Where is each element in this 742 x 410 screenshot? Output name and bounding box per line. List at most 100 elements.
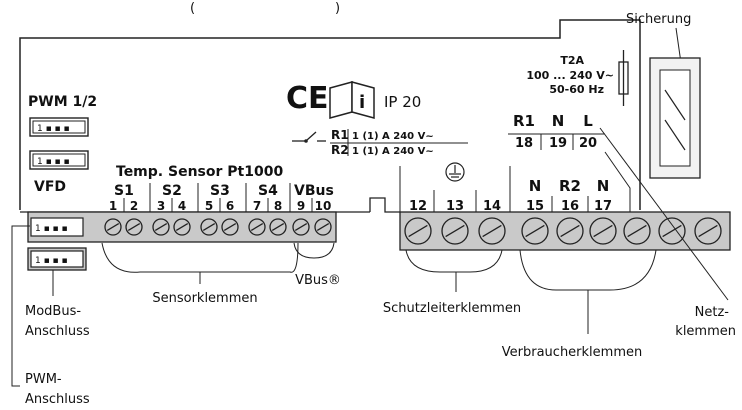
relay-r1-spec: 1 (1) A 240 V~ — [352, 131, 434, 142]
mains-header-r1: R1 — [513, 112, 535, 130]
callout-modbus-line2: Anschluss — [25, 324, 90, 339]
pwm-connector-2: 1 ▪ ▪ ▪ — [29, 150, 89, 170]
mains-header-l: L — [583, 112, 593, 130]
sensor-screw-3 — [152, 218, 170, 236]
sensor-terminal-5: 5 — [205, 199, 213, 213]
sensor-group-headers: S1 S2 S3 S4 VBus — [114, 183, 334, 212]
top-fragment-right: ) — [335, 1, 340, 16]
vbus-brace — [293, 242, 335, 259]
sensor-terminal-9: 9 — [297, 199, 305, 213]
mains-leader — [599, 127, 729, 301]
sensor-terminal-8: 8 — [274, 199, 282, 213]
callout-mains-line1: Netz- — [695, 305, 730, 320]
voltage-range: 100 ... 240 V~ — [526, 69, 614, 82]
temp-sensor-label: Temp. Sensor Pt1000 — [116, 164, 283, 180]
mains-header-edge — [604, 151, 631, 212]
load-terminal-17: 17 — [594, 199, 612, 214]
sensor-group-s3: S3 — [210, 183, 230, 199]
pwm-leader — [11, 225, 30, 387]
earth-terminal-12: 12 — [409, 199, 427, 214]
relay-switch-icon — [292, 131, 326, 143]
ip-rating: IP 20 — [384, 93, 421, 111]
earth-terminal-14: 14 — [483, 199, 501, 214]
modbus-connector: 1 ▪ ▪ ▪ — [30, 250, 84, 268]
power-screws — [404, 217, 722, 245]
sensor-screws — [104, 218, 332, 236]
callout-modbus-line1: ModBus- — [25, 304, 81, 319]
sensor-screw-7 — [248, 218, 266, 236]
callout-pwm-line2: Anschluss — [25, 392, 90, 407]
sensor-brace — [101, 242, 299, 273]
mains-terminal-20: 20 — [579, 136, 597, 151]
earth-ground-icon — [445, 162, 465, 182]
load-header-n1: N — [529, 177, 542, 195]
power-screw-6 — [589, 217, 617, 245]
sensor-terminal-1: 1 — [109, 199, 117, 213]
sensor-screw-1 — [104, 218, 122, 236]
pwm-connector-1: 1 ▪ ▪ ▪ — [29, 117, 89, 137]
mains-header-n: N — [552, 112, 565, 130]
manual-icon-letter: i — [359, 92, 365, 113]
sensor-screw-8 — [269, 218, 287, 236]
fuse-component — [649, 57, 701, 179]
vfd-connector: 1 ▪ ▪ ▪ — [30, 217, 84, 237]
vfd-label: VFD — [34, 179, 66, 195]
sensor-screw-4 — [173, 218, 191, 236]
sensor-screw-2 — [125, 218, 143, 236]
sensor-group-s2: S2 — [162, 183, 182, 199]
fuse-label: Sicherung — [626, 12, 691, 27]
top-fragment: ( — [190, 1, 195, 16]
pwm-connector-1-label: 1 ▪ ▪ ▪ — [37, 124, 70, 134]
callout-load: Verbraucherklemmen — [502, 345, 642, 360]
fuse-rating: T2A — [560, 54, 584, 67]
manual-icon: i — [329, 81, 375, 119]
sensor-screw-9 — [292, 218, 310, 236]
load-header-n2: N — [597, 177, 610, 195]
callout-sensor: Sensorklemmen — [152, 291, 257, 306]
sensor-terminal-numbers: 1 2 3 4 5 6 7 8 9 10 — [109, 198, 332, 213]
modbus-connector-label: 1 ▪ ▪ ▪ — [35, 256, 68, 266]
frequency: 50-60 Hz — [549, 83, 604, 96]
earth-brace — [405, 249, 503, 273]
relay-r2-spec: 1 (1) A 240 V~ — [352, 146, 434, 157]
mains-terminal-19: 19 — [549, 136, 567, 151]
sensor-screw-5 — [200, 218, 218, 236]
sensor-terminal-10: 10 — [315, 199, 332, 213]
sensor-group-s1: S1 — [114, 183, 134, 199]
relay-r1: R1 — [331, 128, 349, 142]
load-terminal-16: 16 — [561, 199, 579, 214]
mains-terminal-18: 18 — [515, 136, 533, 151]
callout-earth: Schutzleiterklemmen — [383, 301, 521, 316]
vfd-connector-label: 1 ▪ ▪ ▪ — [35, 224, 68, 234]
sensor-terminal-3: 3 — [157, 199, 165, 213]
power-screw-7 — [623, 217, 651, 245]
sensor-group-s4: S4 — [258, 183, 278, 199]
power-screw-4 — [521, 217, 549, 245]
load-brace — [519, 249, 657, 291]
sensor-terminal-4: 4 — [178, 199, 186, 213]
power-screw-9 — [694, 217, 722, 245]
earth-terminal-13: 13 — [446, 199, 464, 214]
ce-mark: CE — [286, 81, 329, 116]
callout-mains-line2: klemmen — [675, 324, 736, 339]
callout-pwm-line1: PWM- — [25, 372, 62, 387]
sensor-group-vbus: VBus — [294, 183, 334, 199]
sensor-terminal-2: 2 — [130, 199, 138, 213]
sensor-screw-6 — [221, 218, 239, 236]
pwm-connector-2-label: 1 ▪ ▪ ▪ — [37, 157, 70, 167]
sensor-screw-10 — [314, 218, 332, 236]
strip-notch — [369, 197, 400, 213]
callout-vbus: VBus® — [295, 273, 341, 288]
sensor-terminal-7: 7 — [253, 199, 261, 213]
sensor-terminal-6: 6 — [226, 199, 234, 213]
pwm-title: PWM 1/2 — [28, 94, 97, 110]
power-screw-3 — [478, 217, 506, 245]
housing-outline — [19, 19, 641, 210]
power-screw-2 — [441, 217, 469, 245]
load-header-r2: R2 — [559, 177, 581, 195]
power-screw-5 — [556, 217, 584, 245]
power-screw-1 — [404, 217, 432, 245]
load-terminal-15: 15 — [526, 199, 544, 214]
relay-r2: R2 — [331, 143, 349, 157]
